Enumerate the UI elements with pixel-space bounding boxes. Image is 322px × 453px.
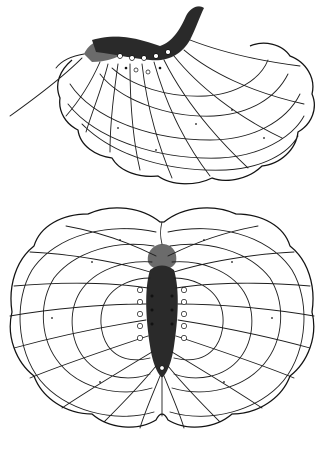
dorsal-view-panel [10,208,314,428]
dorsal-view-top-bristle [161,222,163,244]
dorsal-view-body [146,266,178,379]
side-view-concentric-lines [68,60,304,170]
side-view-outline [58,43,315,184]
side-view-panel [10,6,314,183]
